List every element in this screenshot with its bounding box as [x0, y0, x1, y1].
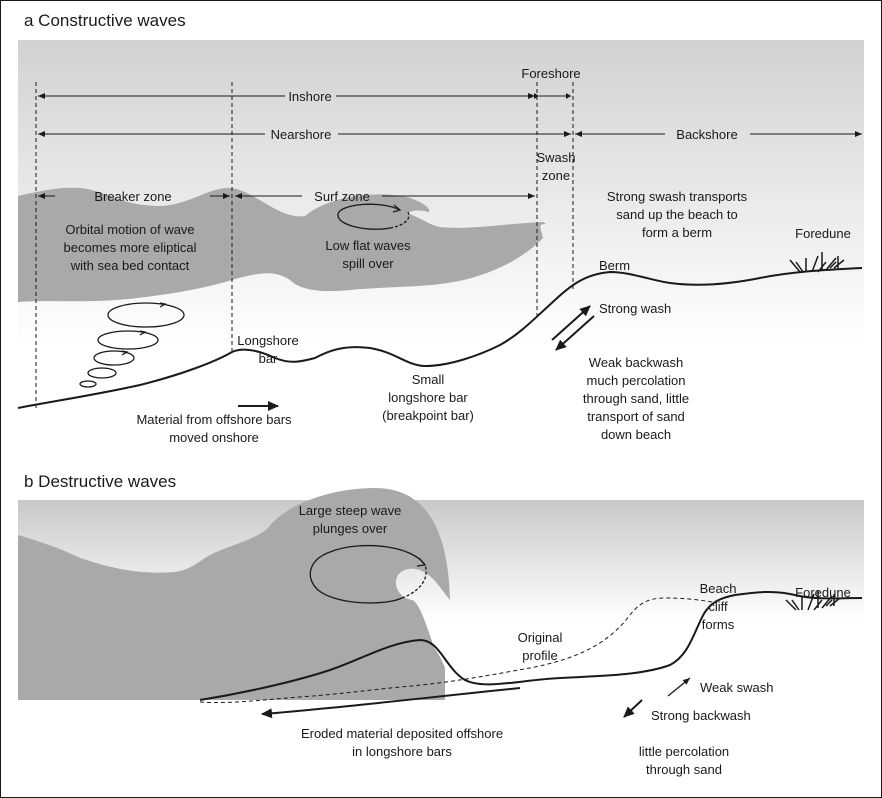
panel-a-title: a Constructive waves	[24, 11, 186, 30]
orbital-motion-line-3: with sea bed contact	[70, 258, 190, 273]
eroded-line-1: Eroded material deposited offshore	[301, 726, 503, 741]
original-profile-line-2: profile	[522, 648, 557, 663]
orbital-ellipse-4	[88, 368, 116, 378]
orbital-ellipse-3	[94, 351, 134, 365]
strong-swash-line-2: sand up the beach to	[616, 207, 737, 222]
material-line-1: Material from offshore bars	[136, 412, 292, 427]
small-bar-line-2: longshore bar	[388, 390, 468, 405]
berm-label: Berm	[599, 258, 630, 273]
longshore-bar-line-1: Longshore	[237, 333, 298, 348]
beach-cliff-line-2: cliff	[708, 599, 728, 614]
material-line-2: moved onshore	[169, 430, 259, 445]
surf-zone-label: Surf zone	[314, 189, 370, 204]
weak-swash-arrow	[668, 678, 690, 696]
small-bar-line-1: Small	[412, 372, 445, 387]
swash-zone-label-2: zone	[542, 168, 570, 183]
inshore-label: Inshore	[288, 89, 331, 104]
panel-b: b Destructive waves Large steep wave plu…	[18, 472, 864, 777]
orbital-motion-line-2: becomes more eliptical	[64, 240, 197, 255]
strong-swash-line-3: form a berm	[642, 225, 712, 240]
breaker-zone-label: Breaker zone	[94, 189, 171, 204]
weak-backwash-line-5: down beach	[601, 427, 671, 442]
large-steep-line-1: Large steep wave	[299, 503, 402, 518]
strong-backwash-label: Strong backwash	[651, 708, 751, 723]
eroded-line-2: in longshore bars	[352, 744, 452, 759]
weak-swash-label: Weak swash	[700, 680, 773, 695]
foredune-b-label: Foredune	[795, 585, 851, 600]
foreshore-label: Foreshore	[521, 66, 580, 81]
backshore-label: Backshore	[676, 127, 737, 142]
beach-cliff-line-1: Beach	[700, 581, 737, 596]
percolation-line-1: little percolation	[639, 744, 729, 759]
panel-b-title: b Destructive waves	[24, 472, 176, 491]
weak-backwash-line-3: through sand, little	[583, 391, 689, 406]
weak-backwash-line-4: transport of sand	[587, 409, 685, 424]
original-profile-line-1: Original	[518, 630, 563, 645]
swash-zone-label-1: Swash	[536, 150, 575, 165]
small-bar-line-3: (breakpoint bar)	[382, 408, 474, 423]
low-flat-waves-line-1: Low flat waves	[325, 238, 411, 253]
percolation-line-2: through sand	[646, 762, 722, 777]
orbital-motion-line-1: Orbital motion of wave	[65, 222, 194, 237]
orbital-arrow-3	[122, 351, 127, 355]
strong-backwash-arrow	[624, 700, 642, 717]
large-steep-line-2: plunges over	[313, 521, 388, 536]
longshore-bar-line-2: bar	[259, 351, 278, 366]
panel-a: a Constructive waves Foreshore Inshore N…	[18, 11, 864, 445]
nearshore-label: Nearshore	[271, 127, 332, 142]
orbital-ellipse-5	[80, 381, 96, 387]
foredune-a-label: Foredune	[795, 226, 851, 241]
strong-swash-line-1: Strong swash transports	[607, 189, 748, 204]
weak-backwash-line-2: much percolation	[587, 373, 686, 388]
weak-backwash-line-1: Weak backwash	[589, 355, 683, 370]
low-flat-waves-line-2: spill over	[342, 256, 394, 271]
strong-wash-label: Strong wash	[599, 301, 671, 316]
beach-cliff-line-3: forms	[702, 617, 735, 632]
